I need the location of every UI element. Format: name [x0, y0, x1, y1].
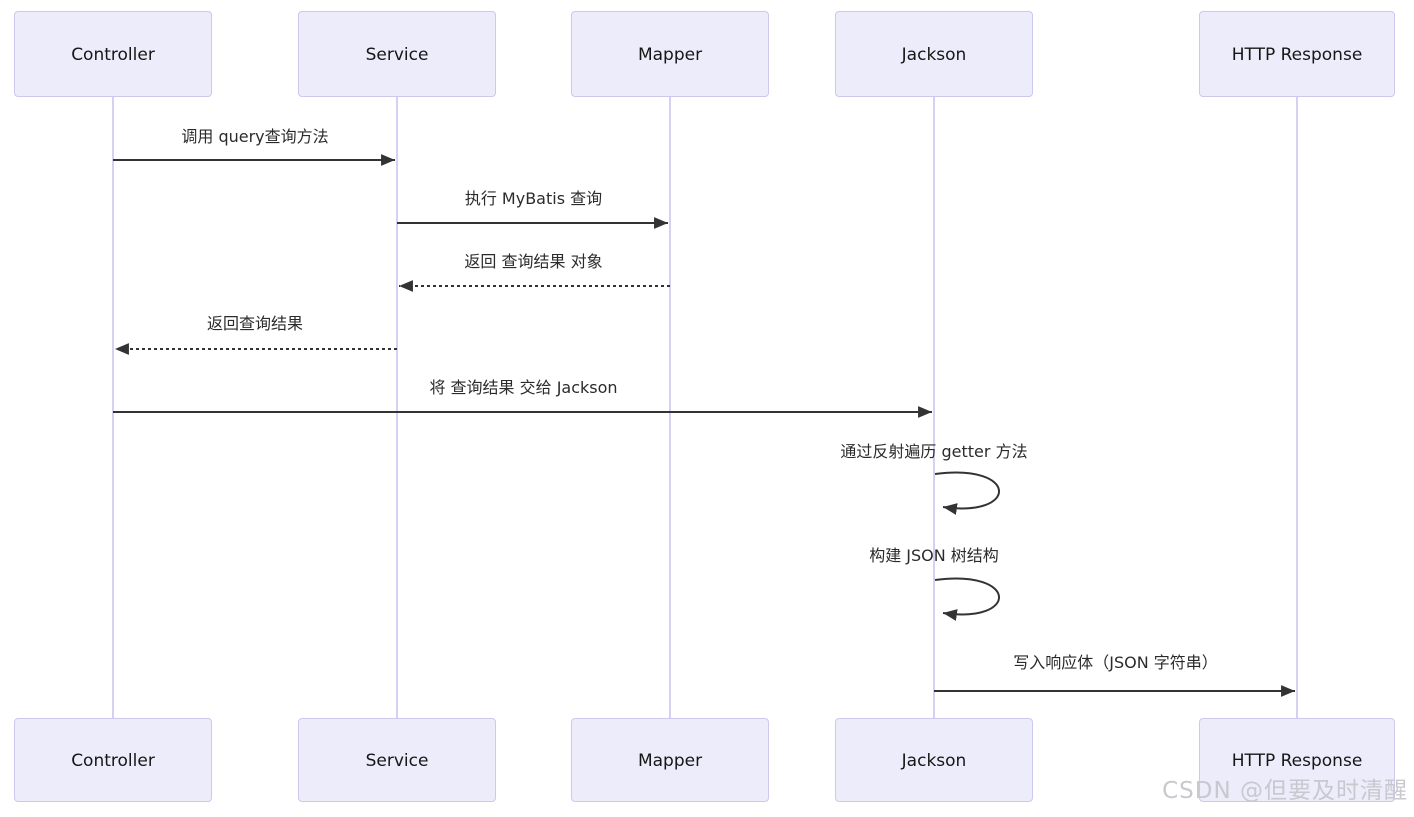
message-label: 通过反射遍历 getter 方法: [840, 442, 1028, 461]
lifeline-service: [396, 97, 398, 718]
self-message-arrow: [934, 577, 1000, 621]
actor-top-mapper: Mapper: [571, 11, 769, 97]
self-message-arrow: [934, 471, 1000, 515]
watermark: CSDN @但要及时清醒: [1162, 778, 1408, 804]
message-label: 返回 查询结果 对象: [464, 252, 603, 271]
actor-bottom-service: Service: [298, 718, 496, 802]
message-label: 构建 JSON 树结构: [869, 546, 999, 565]
lifeline-controller: [112, 97, 114, 718]
actor-top-jackson: Jackson: [835, 11, 1033, 97]
lifeline-jackson: [933, 97, 935, 718]
message-label: 执行 MyBatis 查询: [464, 189, 603, 208]
message-label: 写入响应体（JSON 字符串）: [1013, 653, 1218, 672]
lifeline-mapper: [669, 97, 671, 718]
actor-top-controller: Controller: [14, 11, 212, 97]
message-label: 返回查询结果: [206, 314, 303, 333]
message-label: 调用 query查询方法: [181, 127, 329, 146]
actor-bottom-controller: Controller: [14, 718, 212, 802]
lifeline-http-response: [1296, 97, 1298, 718]
actor-bottom-http-response: HTTP Response: [1199, 718, 1395, 802]
actor-bottom-mapper: Mapper: [571, 718, 769, 802]
actor-top-service: Service: [298, 11, 496, 97]
actor-top-http-response: HTTP Response: [1199, 11, 1395, 97]
actor-bottom-jackson: Jackson: [835, 718, 1033, 802]
message-label: 将 查询结果 交给 Jackson: [429, 378, 618, 397]
